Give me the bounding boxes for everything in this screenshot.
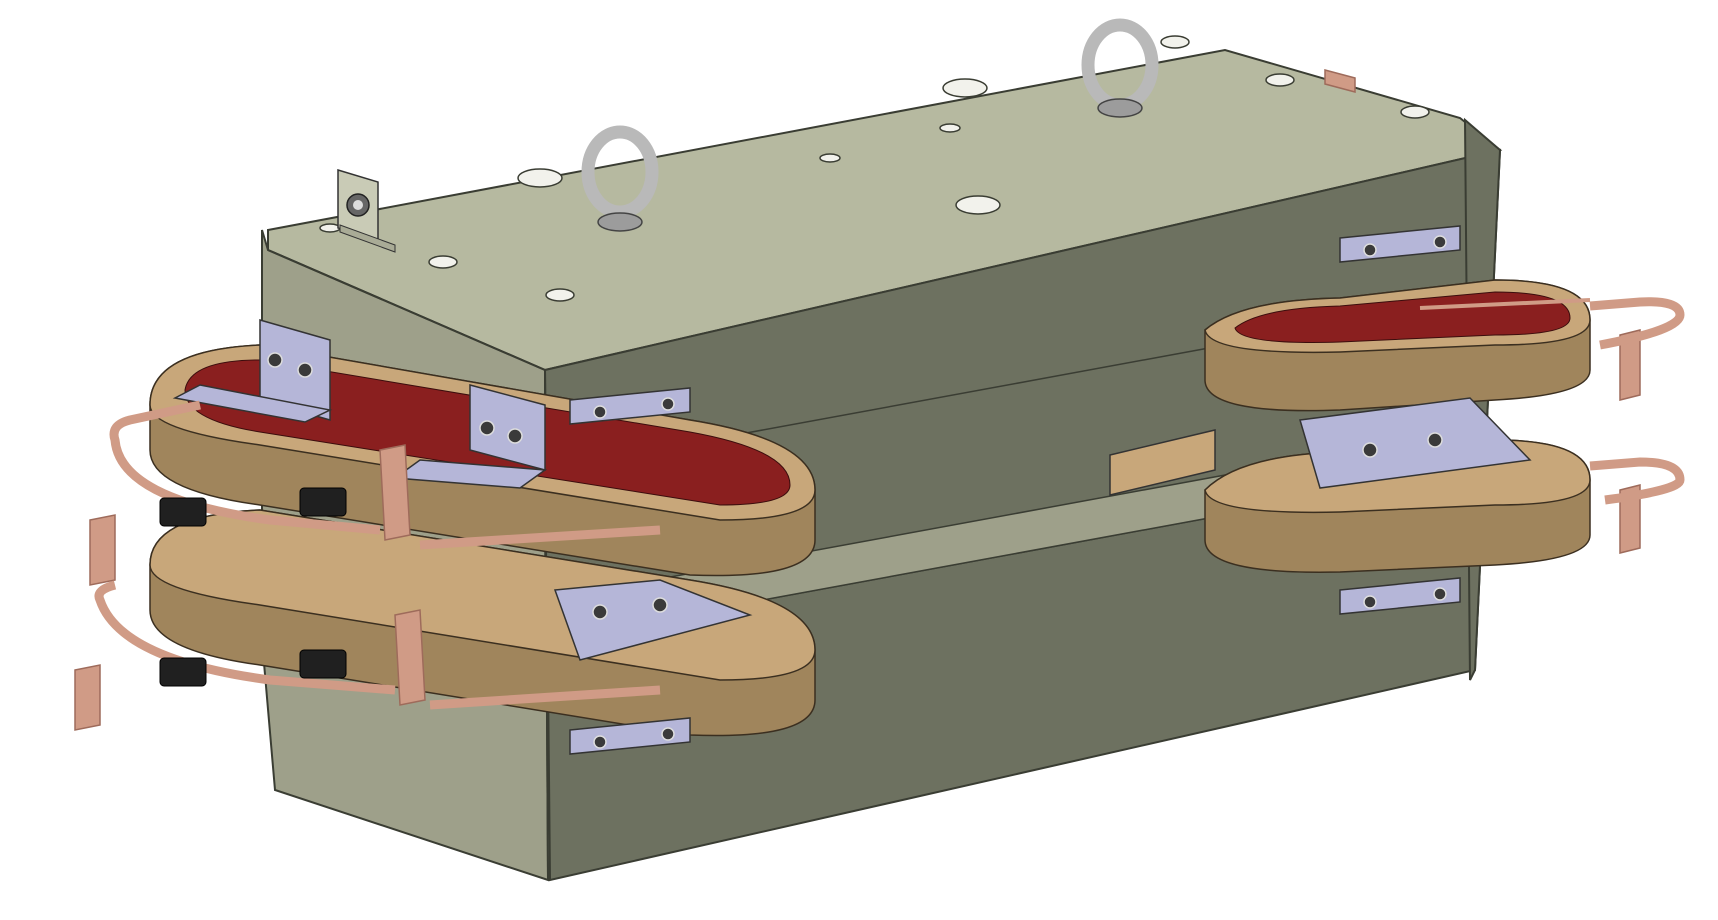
bolt-hole xyxy=(1160,35,1190,49)
cable-gland xyxy=(159,487,347,687)
lifting-eye xyxy=(581,125,659,232)
copper-lead xyxy=(94,297,1685,710)
bolt-hole xyxy=(1400,105,1430,119)
copper-terminal xyxy=(74,664,101,731)
coil-clamp xyxy=(1299,397,1532,489)
coil-clamp xyxy=(553,579,753,661)
pole-piece xyxy=(1109,429,1216,496)
bolt-hole xyxy=(517,168,563,188)
bolt-hole xyxy=(545,288,575,302)
yoke-edge xyxy=(267,249,546,371)
copper-terminal xyxy=(89,514,116,586)
bolt-hole xyxy=(428,255,458,269)
bolt-hole xyxy=(939,123,961,133)
bolt-hole xyxy=(1265,73,1295,87)
bolt-hole xyxy=(955,195,1001,215)
copper-terminal xyxy=(394,609,426,706)
lifting-eye xyxy=(1081,18,1159,118)
bolt-hole xyxy=(942,78,988,98)
coil-clamp xyxy=(172,319,333,423)
copper-terminal xyxy=(1619,329,1641,401)
coil-clamp xyxy=(392,384,548,489)
yoke-holes xyxy=(319,35,1430,302)
bolt-hole xyxy=(319,223,341,233)
bolt-hole xyxy=(819,153,841,163)
connector-flange xyxy=(337,168,396,253)
screw-heads xyxy=(267,235,1447,749)
copper-terminal xyxy=(1324,69,1356,93)
copper-terminal xyxy=(379,444,411,541)
copper-terminal xyxy=(1619,484,1641,554)
